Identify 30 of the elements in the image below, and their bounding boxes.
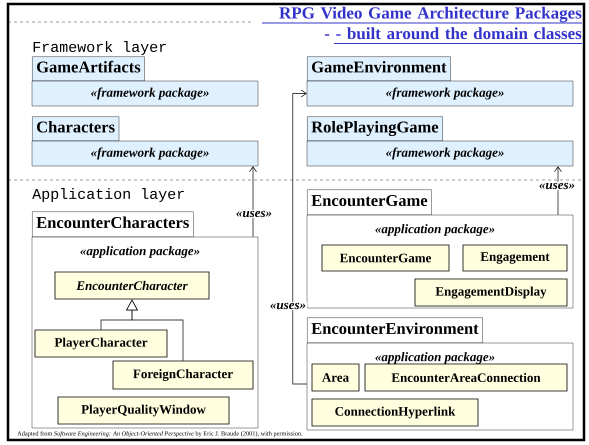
class-box: Engagement (462, 244, 568, 272)
edge-label: «uses» (538, 182, 576, 190)
node-label: EncounterGame (311, 194, 428, 206)
node-label: GameArtifacts (37, 60, 140, 73)
edge-label: «uses» (268, 302, 308, 310)
class-box: PlayerQualityWindow (58, 396, 230, 424)
layer-label: Application layer (32, 188, 184, 202)
node-label: GameEnvironment (312, 60, 446, 73)
node-label: EncounterEnvironment (311, 322, 479, 334)
package: GameEnvironment «framework package» (306, 56, 574, 106)
class-box: PlayerCharacter (34, 330, 168, 358)
class-box: Area (312, 364, 360, 392)
package: GameArtifacts «framework package» (32, 56, 258, 106)
class-box: EngagementDisplay (414, 278, 568, 306)
edge-label: «uses» (234, 210, 274, 218)
arrow (292, 90, 308, 384)
node-label: EncounterCharacters (36, 216, 189, 228)
class-box: ForeignCharacter (112, 360, 254, 390)
class-box: EncounterGame (322, 244, 450, 272)
layer-label: Framework layer (34, 41, 166, 55)
title: RPG Video Game Architecture Packages - - built around the domain classes (262, 6, 582, 44)
arrow (249, 166, 257, 238)
node-label: RolePlayingGame (311, 120, 438, 136)
package: Characters «framework package» (32, 116, 258, 166)
class-box: ConnectionHyperlink (312, 398, 478, 426)
class-box: EncounterAreaConnection (364, 364, 568, 392)
class-box: EncounterCharacter (54, 272, 210, 300)
node-label: Characters (37, 120, 115, 133)
package: RolePlayingGame «framework package» (306, 116, 574, 166)
arrow (554, 166, 562, 216)
